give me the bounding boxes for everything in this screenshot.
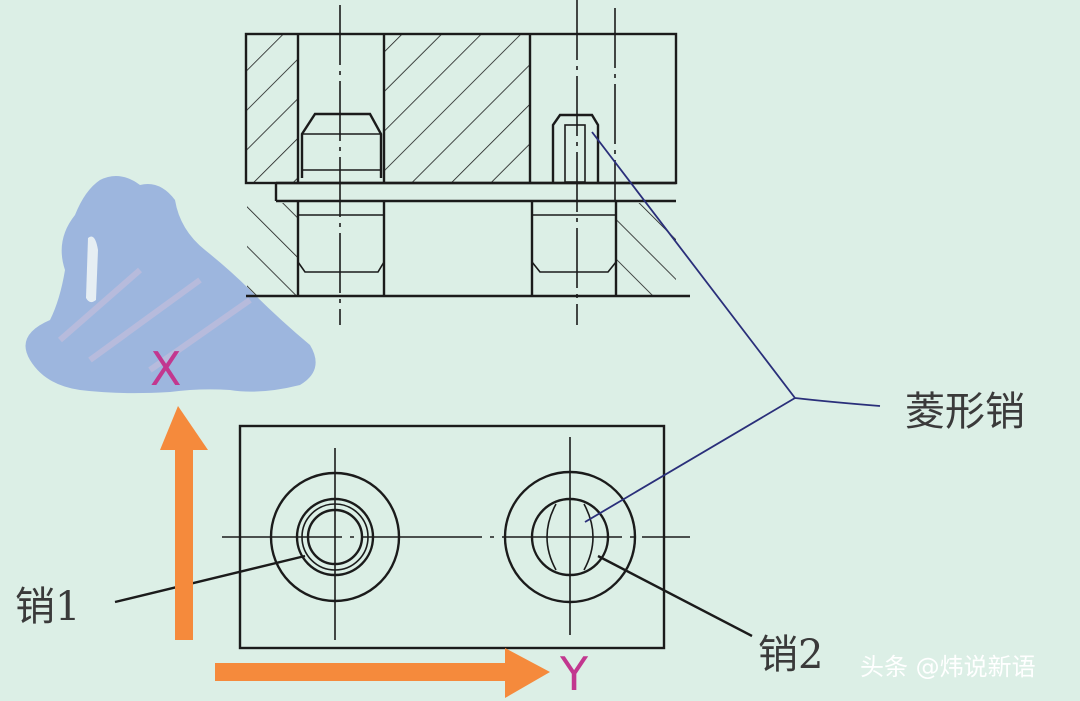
section-view [244, 0, 690, 325]
watermark: 头条 @炜说新语 [860, 653, 1036, 681]
leader-lines [114, 131, 881, 638]
x-axis-label: X [150, 342, 182, 396]
y-axis-label: Y [559, 647, 589, 701]
pin-1-label: 销1 [15, 584, 80, 630]
x-axis-arrow [160, 406, 208, 640]
plan-view [222, 424, 690, 650]
pin-2-label: 销2 [758, 632, 823, 678]
blurred-blob [25, 176, 316, 394]
diamond-pin-label: 菱形销 [905, 389, 1025, 435]
y-axis-arrow [215, 648, 550, 698]
